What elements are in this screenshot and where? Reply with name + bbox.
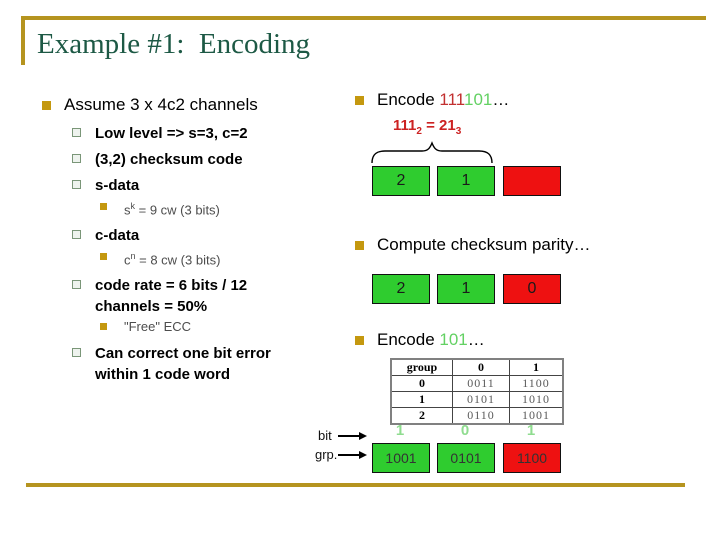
bullet-s-note: sk = 9 cw (3 bits) (100, 199, 220, 217)
hollow-square-bullet-icon (72, 180, 81, 189)
bullet-s-data: s-data (72, 175, 139, 196)
square-bullet-icon (100, 323, 107, 330)
bullet-compute-parity: Compute checksum parity… (355, 235, 591, 255)
square-bullet-icon (355, 96, 364, 105)
bullet-checksum-code: (3,2) checksum code (72, 149, 243, 170)
bullet-free-ecc: "Free" ECC (100, 319, 191, 334)
bullet-code-rate: code rate = 6 bits / 12 channels = 50% (72, 275, 307, 317)
top-accent-line (21, 16, 706, 20)
encode-box-row1-checksum-empty (503, 166, 561, 196)
group-code-table: group 0 1 0 0011 1100 1 0101 1010 2 0110… (390, 358, 564, 425)
c-note-label: cn = 8 cw (3 bits) (124, 251, 221, 268)
table-header-0: 0 (452, 358, 510, 376)
table-cell: 0110 (452, 407, 510, 425)
table-header-row: group 0 1 (390, 358, 564, 376)
group-box-row3-3: 1100 (503, 443, 561, 473)
table-cell: 2 (390, 407, 453, 425)
checksum-code-label: (3,2) checksum code (95, 151, 243, 168)
hollow-square-bullet-icon (72, 280, 81, 289)
bit-digit: 1 (395, 422, 405, 439)
table-cell: 1 (390, 391, 453, 408)
c-data-label: c-data (95, 227, 140, 244)
parity-box-row2-digit2: 1 (437, 274, 495, 304)
encode-box-row1-digit1: 2 (372, 166, 430, 196)
table-row: 1 0101 1010 (390, 391, 564, 408)
square-bullet-icon (42, 101, 51, 110)
bullet-encode-101: Encode 101… (355, 330, 485, 350)
left-accent-line (21, 16, 25, 65)
square-bullet-icon (100, 203, 107, 210)
can-correct-label: Can correct one bit error within 1 code … (95, 345, 271, 383)
s-note-label: sk = 9 cw (3 bits) (124, 201, 220, 218)
table-row: 2 0110 1001 (390, 407, 564, 425)
encode-101-label: Encode 101… (377, 330, 485, 349)
grp-arrow-icon (338, 449, 368, 461)
group-box-row3-1: 1001 (372, 443, 430, 473)
bullet-assume-channels: Assume 3 x 4c2 channels (42, 95, 258, 115)
compute-parity-label: Compute checksum parity… (377, 235, 591, 254)
table-header-group: group (390, 358, 453, 376)
encode-box-row1-digit2: 1 (437, 166, 495, 196)
grp-label: grp. (315, 447, 338, 462)
parity-box-row2-checksum: 0 (503, 274, 561, 304)
bullet-can-correct: Can correct one bit error within 1 code … (72, 343, 313, 385)
bit-digit: 0 (460, 422, 470, 439)
hollow-square-bullet-icon (72, 230, 81, 239)
hollow-square-bullet-icon (72, 154, 81, 163)
s-data-label: s-data (95, 177, 140, 194)
parity-box-row2-digit1: 2 (372, 274, 430, 304)
bullet-c-note: cn = 8 cw (3 bits) (100, 249, 220, 267)
bit-arrow-icon (338, 430, 368, 442)
slide-title: Example #1: Encoding (37, 28, 311, 60)
code-rate-label: code rate = 6 bits / 12 channels = 50% (95, 277, 248, 315)
base-conversion-label: 1112 = 213 (393, 117, 462, 137)
encode-111101-label: Encode 111101… (377, 90, 510, 109)
table-cell: 1010 (509, 391, 564, 408)
assume-channels-label: Assume 3 x 4c2 channels (64, 95, 258, 114)
table-header-1: 1 (509, 358, 564, 376)
bullet-low-level: Low level => s=3, c=2 (72, 123, 248, 144)
square-bullet-icon (100, 253, 107, 260)
table-cell: 1100 (509, 375, 564, 392)
hollow-square-bullet-icon (72, 348, 81, 357)
low-level-label: Low level => s=3, c=2 (95, 125, 248, 142)
bullet-encode-111101: Encode 111101… (355, 90, 509, 110)
table-cell: 0 (390, 375, 453, 392)
hollow-square-bullet-icon (72, 128, 81, 137)
bit-label: bit (318, 428, 332, 443)
bullet-c-data: c-data (72, 225, 139, 246)
bottom-accent-line (26, 483, 685, 487)
square-bullet-icon (355, 241, 364, 250)
brace-icon (370, 140, 494, 165)
table-cell: 1001 (509, 407, 564, 425)
table-cell: 0101 (452, 391, 510, 408)
bit-digit: 1 (526, 422, 536, 439)
free-ecc-label: "Free" ECC (124, 319, 192, 334)
group-box-row3-2: 0101 (437, 443, 495, 473)
table-cell: 0011 (452, 375, 510, 392)
table-row: 0 0011 1100 (390, 375, 564, 392)
square-bullet-icon (355, 336, 364, 345)
